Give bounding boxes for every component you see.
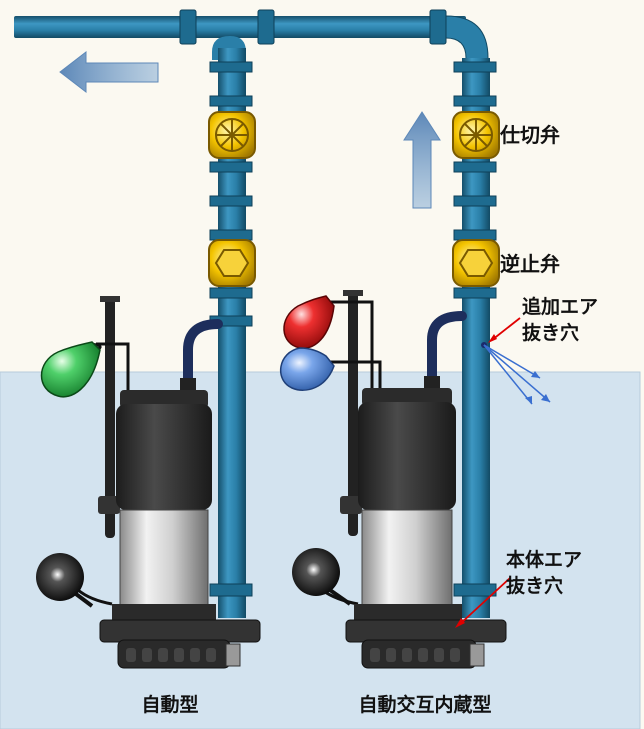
added-vent-label-line2: 抜き穴 xyxy=(522,322,580,344)
body-vent-label-line1: 本体エア xyxy=(506,549,583,571)
annotation-arrow-body-vent xyxy=(455,577,511,628)
gate-valve-label: 仕切弁 xyxy=(500,123,560,147)
arrow-up-icon xyxy=(403,111,441,209)
gate-valve-left xyxy=(208,111,256,159)
header-pipe xyxy=(14,9,489,71)
arrow-left-icon xyxy=(59,50,159,94)
caption-auto: 自動型 xyxy=(141,694,199,716)
discharge-hose-right xyxy=(427,311,467,383)
pump-auto xyxy=(77,296,261,669)
float-switch-black-left xyxy=(36,553,94,608)
check-valve-label: 逆止弁 xyxy=(500,252,560,276)
gate-valve-right xyxy=(452,111,500,159)
annotation-arrow-added-vent xyxy=(488,317,521,343)
discharge-hose-left xyxy=(183,319,223,387)
float-switch-black-right xyxy=(292,548,352,606)
added-air-vent-hole xyxy=(481,342,551,405)
body-vent-label-line2: 抜き穴 xyxy=(506,575,564,597)
caption-alternating: 自動交互内蔵型 xyxy=(358,694,492,716)
check-valve-left xyxy=(208,239,256,287)
float-switch-green xyxy=(40,341,101,398)
added-vent-label-line1: 追加エア xyxy=(522,296,599,318)
check-valve-right xyxy=(452,239,500,287)
float-switch-blue xyxy=(279,347,335,391)
float-switch-red xyxy=(283,295,335,349)
